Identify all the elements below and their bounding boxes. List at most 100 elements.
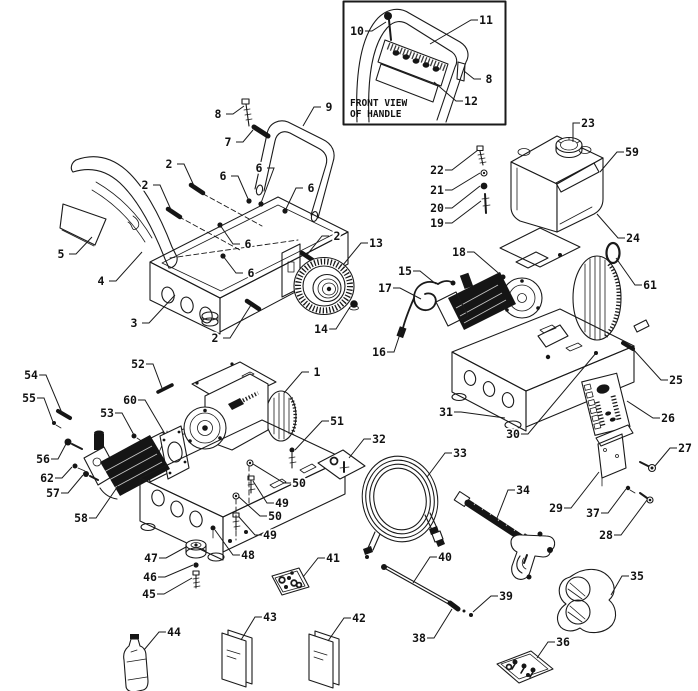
callout-59: 59: [625, 145, 639, 159]
callout-leader-21: [445, 172, 481, 191]
callout-leader-26: [626, 400, 660, 419]
callout-leader-27: [654, 447, 677, 467]
callout-11: 11: [479, 13, 493, 27]
callout-leader-50a: [252, 463, 291, 484]
foot-set-drawing: [185, 539, 207, 589]
callout-51: 51: [330, 414, 344, 428]
callout-25: 25: [669, 373, 683, 387]
inset-front-view: FRONT VIEW OF HANDLE: [342, 0, 507, 126]
callout-50b: 50: [268, 509, 282, 523]
callout-leader-5: [69, 236, 93, 255]
callout-36: 36: [556, 635, 570, 649]
callout-39: 39: [499, 589, 513, 603]
callout-29: 29: [549, 501, 563, 515]
callout-41: 41: [326, 551, 340, 565]
callout-leader-16: [387, 330, 402, 353]
callout-34: 34: [516, 483, 530, 497]
callout-37: 37: [586, 506, 600, 520]
callout-leader-49a: [252, 480, 274, 504]
callout-leader-2c: [305, 235, 329, 257]
hose-fittings-drawing: [363, 512, 445, 559]
handle-bracket: [456, 61, 466, 82]
callout-27: 27: [678, 441, 692, 455]
callout-12: 12: [464, 94, 478, 108]
callout-leader-6d: [219, 224, 240, 245]
callout-leader-52: [146, 363, 163, 389]
callout-leader-32: [348, 438, 371, 459]
callout-2b: 2: [142, 178, 149, 192]
frame-base-drawing: [149, 189, 349, 335]
callout-30: 30: [506, 427, 520, 441]
callout-42: 42: [352, 611, 366, 625]
callout-leader-39: [472, 595, 498, 613]
callout-17: 17: [378, 281, 392, 295]
callout-leader-31: [454, 411, 506, 419]
engine-drawing: [435, 227, 622, 355]
callout-leader-38: [427, 608, 453, 639]
callout-leader-7: [236, 129, 254, 143]
callout-leader-15: [413, 270, 437, 285]
callout-leader-11: [429, 19, 478, 45]
callout-leader-57: [61, 474, 84, 494]
wheel-drawing: [293, 256, 355, 316]
callout-8-inset: 8: [486, 72, 493, 86]
frame-bolts-drawing: [52, 409, 297, 539]
callout-22: 22: [430, 163, 444, 177]
label-plate-drawing: [59, 203, 107, 247]
callout-leader-59: [599, 151, 624, 173]
callout-leader-18: [467, 251, 504, 278]
u-handle-drawing: [254, 120, 335, 222]
cart-frame-assembly: [59, 98, 359, 335]
manual-42-drawing: [308, 630, 340, 689]
inset-caption-line1: FRONT VIEW: [350, 98, 407, 109]
engine-tank-assembly: [396, 135, 657, 504]
oring-kit-bag-drawing: [271, 567, 310, 596]
callout-2a: 2: [166, 157, 173, 171]
callout-leader-49b: [238, 516, 262, 536]
pump-drawing: [64, 430, 170, 500]
callout-24: 24: [626, 231, 640, 245]
parts-bag-32-drawing: [317, 449, 366, 480]
callout-leader-40: [412, 556, 437, 584]
callout-53: 53: [100, 406, 114, 420]
panel-bracket-drawing: [595, 424, 634, 487]
fuel-cap-drawing: [555, 136, 583, 159]
callout-leader-51: [294, 420, 329, 451]
panel-screws-drawing: [625, 461, 657, 504]
callout-1: 1: [314, 365, 321, 379]
callout-31: 31: [439, 405, 453, 419]
callout-6d: 6: [245, 237, 252, 251]
callout-leader-29: [564, 471, 600, 509]
callout-leader-13: [342, 242, 368, 266]
callout-21: 21: [430, 183, 444, 197]
callout-13: 13: [369, 236, 383, 250]
inset-border: [342, 0, 507, 126]
nozzle-kit-drawing: [496, 650, 554, 684]
callout-leader-20: [445, 185, 481, 209]
callout-33: 33: [453, 446, 467, 460]
callout-leader-37: [601, 488, 627, 514]
callout-leader-14: [329, 306, 351, 330]
wand-drawing: [381, 564, 473, 617]
callout-3: 3: [131, 316, 138, 330]
callout-leader-53: [115, 412, 135, 436]
callout-leader-6e: [222, 255, 243, 274]
callout-leader-61: [615, 257, 642, 286]
accessories-group: [317, 449, 617, 684]
callout-61: 61: [643, 278, 657, 292]
o-ring-drawing: [605, 241, 621, 265]
callout-8: 8: [215, 107, 222, 121]
callout-leader-8: [226, 105, 245, 115]
callout-leader-1: [283, 371, 309, 394]
handle-front-drawing: [356, 8, 469, 123]
callout-leader-2a: [177, 163, 196, 189]
callout-56: 56: [36, 452, 50, 466]
callout-leader-6c: [284, 187, 303, 212]
callout-leader-2b: [153, 184, 173, 213]
callout-45: 45: [142, 587, 156, 601]
callout-40: 40: [438, 550, 452, 564]
callout-14: 14: [314, 322, 328, 336]
callout-60: 60: [123, 393, 137, 407]
